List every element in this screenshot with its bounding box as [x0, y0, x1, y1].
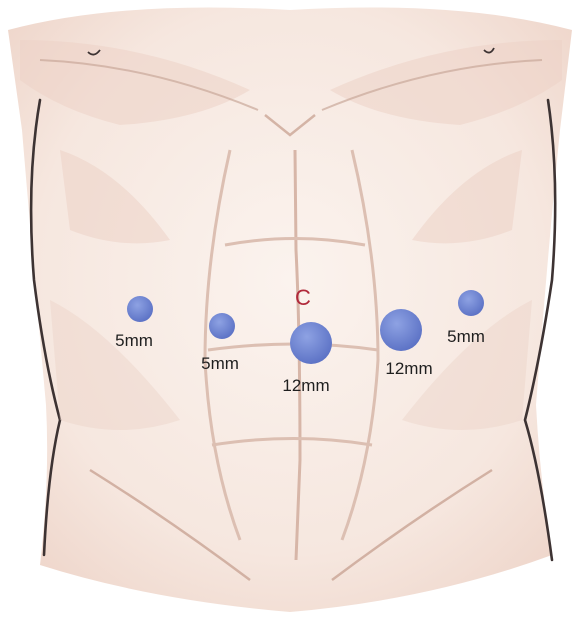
camera-port-label: C	[295, 285, 311, 310]
port-marker-far-right	[458, 290, 484, 316]
port-label-inner-left: 5mm	[201, 354, 239, 373]
port-label-far-right: 5mm	[447, 327, 485, 346]
port-marker-center	[290, 322, 332, 364]
port-marker-inner-right	[380, 309, 422, 351]
port-label-center: 12mm	[282, 376, 329, 395]
port-label-far-left: 5mm	[115, 331, 153, 350]
port-marker-far-left	[127, 296, 153, 322]
port-marker-inner-left	[209, 313, 235, 339]
port-label-inner-right: 12mm	[385, 359, 432, 378]
